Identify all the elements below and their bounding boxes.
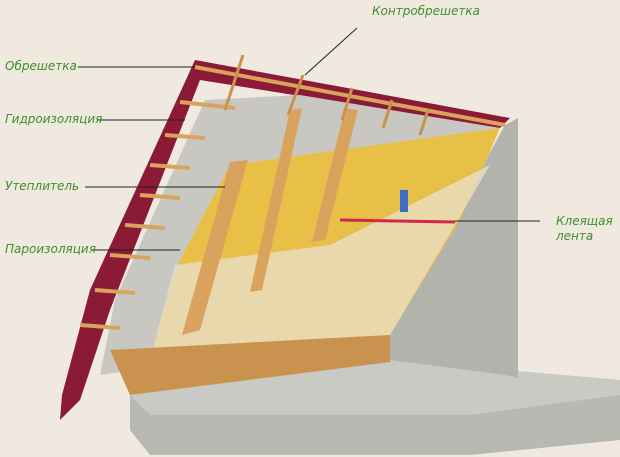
label-batten: Обрешетка (5, 59, 77, 73)
leader-line-counter-batten (304, 27, 358, 76)
vent-pipe (400, 190, 408, 212)
label-adhesive-tape-2: лента (556, 229, 594, 243)
label-counter-batten: Контробрешетка (372, 4, 481, 18)
counter-battens (223, 54, 430, 136)
label-insulation: Утеплитель (5, 179, 80, 193)
label-adhesive-tape-1: Клеящая (556, 214, 613, 228)
roofing-sheet (60, 60, 510, 420)
wall-plate (110, 335, 390, 395)
vapor-barrier (150, 165, 490, 360)
adhesive-tape (339, 218, 456, 224)
concrete-wall (390, 118, 518, 378)
rafters (182, 108, 358, 335)
label-waterproofing: Гидроизоляция (5, 112, 103, 126)
label-vapor-barrier: Пароизоляция (5, 242, 96, 256)
